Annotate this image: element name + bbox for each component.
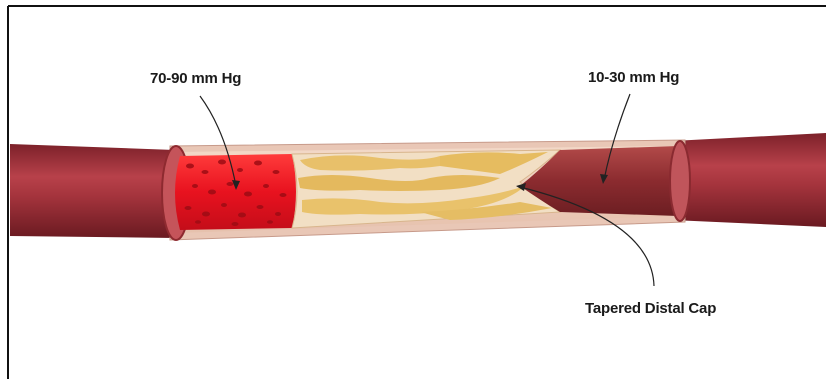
vessel-right-segment (672, 133, 826, 227)
right-cut-rim (670, 141, 690, 221)
tapered-cap-label: Tapered Distal Cap (585, 300, 716, 317)
vessel-left-segment (10, 144, 175, 238)
proximal-pressure-label: 70-90 mm Hg (150, 70, 241, 87)
distal-pressure-label: 10-30 mm Hg (588, 69, 679, 86)
